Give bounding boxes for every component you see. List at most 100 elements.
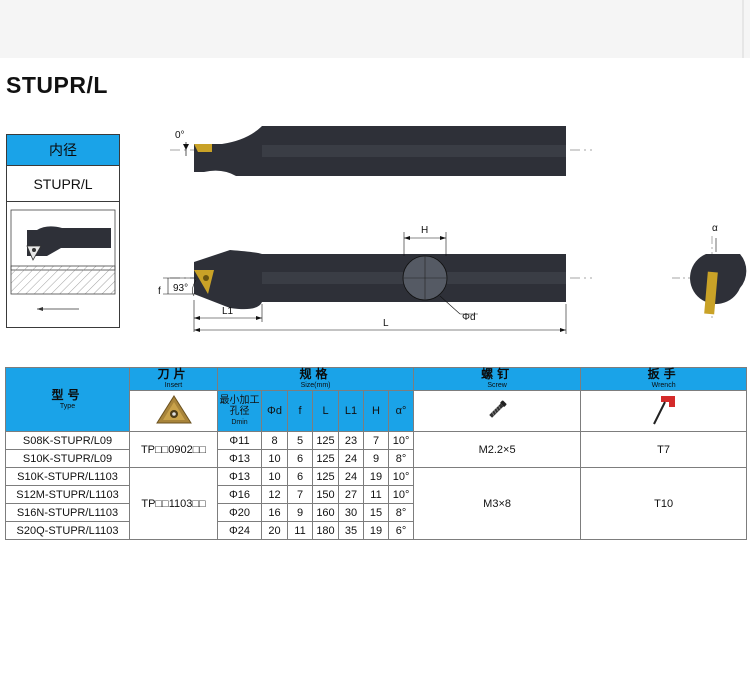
cell-insert-group-2: TP□□1103□□ [129, 467, 218, 540]
dim-L1-label: L1 [222, 306, 234, 317]
angle-alpha-label: α [712, 223, 718, 234]
torx-wrench-icon [652, 395, 675, 424]
table-row: S08K-STUPR/L09 TP□□0902□□ Φ11 8 5 125 23… [5, 431, 748, 468]
cell-d: 12 [261, 485, 288, 504]
subheader-L1: L1 [338, 390, 364, 432]
triangular-insert-icon [155, 394, 192, 423]
cell-insert-group-1: TP□□0902□□ [129, 431, 218, 468]
dim-L-label: L [383, 318, 389, 329]
cell-alpha: 6° [387, 521, 415, 540]
cell-L1: 24 [338, 467, 364, 486]
cell-dmin: Φ13 [217, 449, 262, 468]
cell-alpha: 10° [387, 485, 415, 504]
cell-screw-group-1: M2.2×5 [413, 431, 582, 468]
cell-dmin: Φ11 [217, 431, 262, 450]
table-row: S20Q-STUPR/L1103 Φ24 20 11 180 35 19 6° [5, 521, 747, 540]
cell-H: 7 [363, 431, 389, 450]
cell-L: 125 [312, 467, 339, 486]
cell-L1: 30 [338, 503, 364, 522]
insert-image-cell [129, 390, 218, 432]
dim-H-label: H [421, 225, 428, 236]
cell-H: 19 [363, 467, 389, 486]
scroll-edge [742, 0, 744, 58]
tool-top-view: 0° [170, 126, 592, 176]
cell-type: S16N-STUPR/L1103 [5, 503, 130, 522]
cell-dmin: Φ24 [217, 521, 262, 540]
cell-H: 15 [363, 503, 389, 522]
dim-f-label: f [158, 286, 161, 297]
insert-top [194, 144, 212, 152]
subheader-alpha: α° [387, 390, 415, 432]
cell-H: 9 [363, 449, 389, 468]
cell-type: S12M-STUPR/L1103 [5, 485, 130, 504]
cell-L1: 23 [338, 431, 364, 450]
insert-end [704, 271, 718, 315]
cell-d: 20 [261, 521, 288, 540]
cell-H: 11 [363, 485, 389, 504]
cell-d: 10 [261, 467, 288, 486]
cell-wrench-group-2: T10 [580, 467, 748, 540]
cell-L1: 27 [338, 485, 364, 504]
cell-L: 125 [312, 449, 339, 468]
workpiece [10, 265, 116, 295]
tool-side-view: H Φd f 93° L1 L [158, 225, 592, 334]
cell-f: 7 [287, 485, 313, 504]
cell-L: 125 [312, 431, 339, 450]
cell-alpha: 10° [387, 431, 415, 450]
cell-L1: 35 [338, 521, 364, 540]
wrench-image-cell [580, 390, 748, 432]
cell-wrench-group-1: T7 [580, 431, 748, 468]
cell-type: S10K-STUPR/L09 [5, 449, 130, 468]
page-title: STUPR/L [6, 72, 108, 98]
cell-H: 19 [363, 521, 389, 540]
cell-screw-group-2: M3×8 [413, 467, 582, 540]
subheader-L: L [312, 390, 339, 432]
application-box: 内径 STUPR/L [6, 134, 120, 328]
dim-phi-d-label: Φd [462, 312, 476, 323]
cell-f: 11 [287, 521, 313, 540]
cell-alpha: 10° [387, 467, 415, 486]
boring-application-illustration [10, 209, 116, 311]
application-code: STUPR/L [7, 166, 119, 202]
cell-f: 6 [287, 467, 313, 486]
cell-type: S20Q-STUPR/L1103 [5, 521, 130, 540]
cell-L: 180 [312, 521, 339, 540]
cell-f: 6 [287, 449, 313, 468]
cell-d: 8 [261, 431, 288, 450]
cell-type: S08K-STUPR/L09 [5, 431, 130, 450]
top-band [0, 0, 750, 58]
cell-L1: 24 [338, 449, 364, 468]
cell-alpha: 8° [387, 449, 415, 468]
table-row: S10K-STUPR/L09 Φ13 10 6 125 24 9 8° [5, 449, 747, 468]
cell-f: 9 [287, 503, 313, 522]
table-row: S10K-STUPR/L1103 TP□□1103□□ Φ13 10 6 125… [5, 467, 748, 540]
cell-d: 10 [261, 449, 288, 468]
subheader-phi-d: Φd [261, 390, 288, 432]
cell-L: 160 [312, 503, 339, 522]
angle-top-label: 0° [175, 130, 185, 141]
shank-section [402, 255, 448, 301]
cell-f: 5 [287, 431, 313, 450]
subheader-H: H [363, 390, 389, 432]
screw-icon [489, 400, 507, 418]
cell-dmin: Φ16 [217, 485, 262, 504]
cell-d: 16 [261, 503, 288, 522]
cell-type: S10K-STUPR/L1103 [5, 467, 130, 486]
angle-side-label: 93° [173, 283, 188, 294]
cell-alpha: 8° [387, 503, 415, 522]
cell-dmin: Φ20 [217, 503, 262, 522]
insert-side [194, 270, 214, 294]
cell-dmin: Φ13 [217, 467, 262, 486]
subheader-f: f [287, 390, 313, 432]
insert-mini [26, 245, 42, 261]
screw-image-cell [413, 390, 582, 432]
cell-L: 150 [312, 485, 339, 504]
tool-end-view: α [672, 223, 747, 318]
